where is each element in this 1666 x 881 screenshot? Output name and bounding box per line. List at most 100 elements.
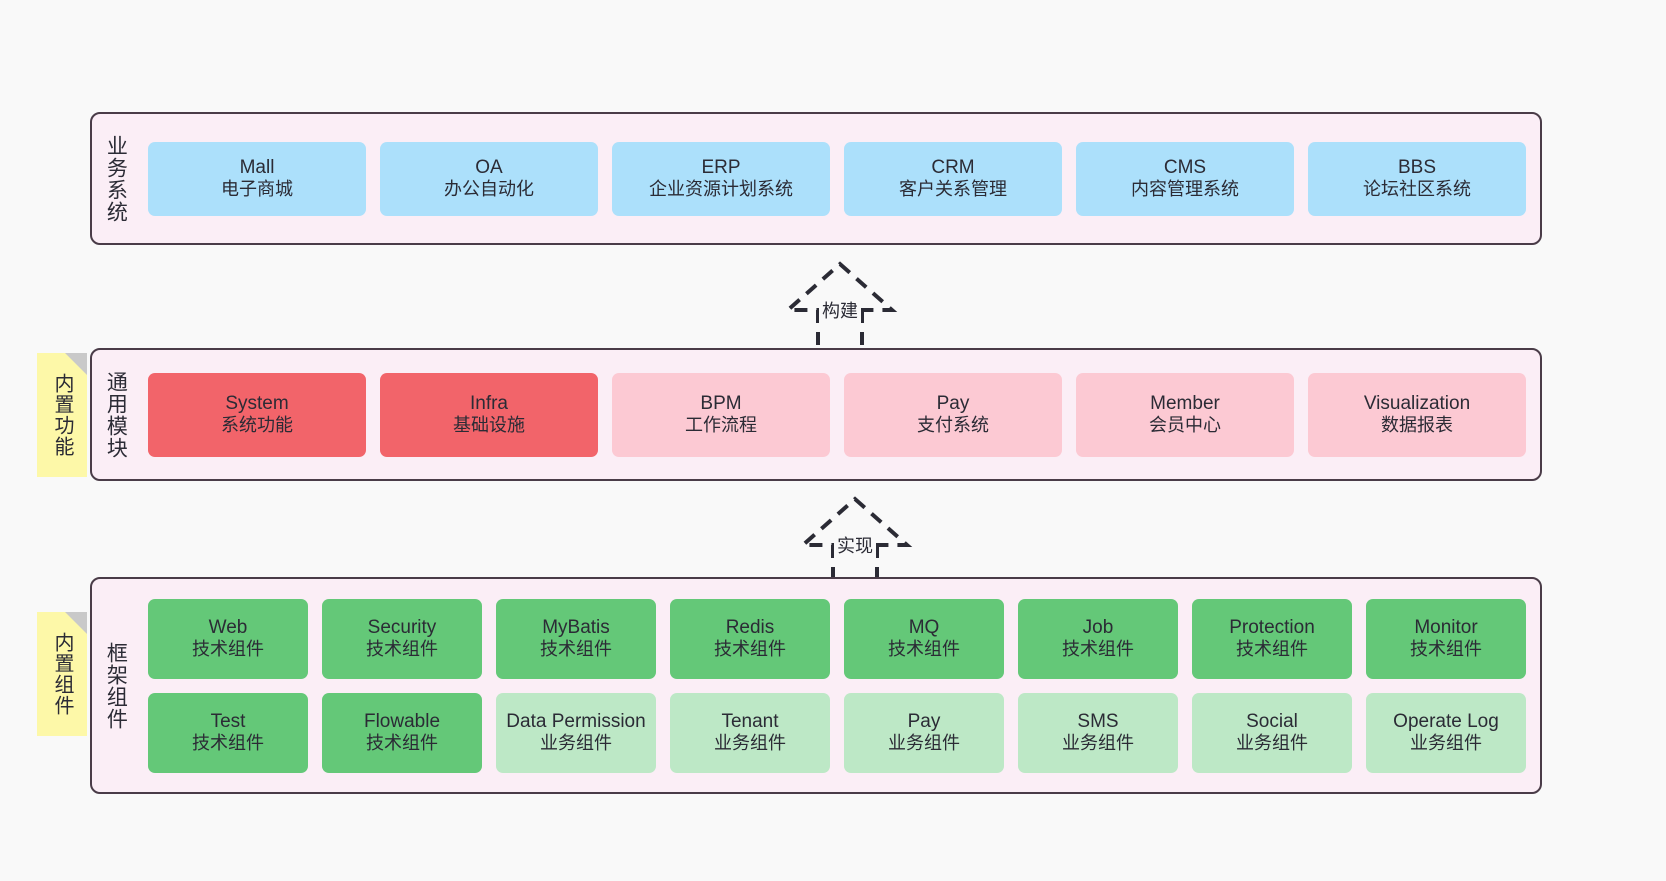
connector-build: 构建 xyxy=(760,258,920,354)
card-title: CRM xyxy=(931,156,975,178)
card-title: Redis xyxy=(725,616,775,638)
sticky-fold-icon xyxy=(65,612,87,634)
card-desc: 业务组件 xyxy=(540,733,612,754)
card-sms[interactable]: SMS 业务组件 xyxy=(1018,692,1178,773)
card-redis[interactable]: Redis 技术组件 xyxy=(670,598,830,679)
card-desc: 技术组件 xyxy=(192,733,264,754)
framework-business-row: Test 技术组件 Flowable 技术组件 Data Permission … xyxy=(148,692,1526,773)
framework-layer-title: 框架组件 xyxy=(104,641,128,730)
common-layer-body: System 系统功能 Infra 基础设施 BPM 工作流程 Pay 支付系统… xyxy=(138,350,1540,479)
card-desc: 业务组件 xyxy=(1410,733,1482,754)
card-member[interactable]: Member 会员中心 xyxy=(1076,372,1294,457)
card-title: Pay xyxy=(936,392,970,414)
business-layer-body: Mall 电子商城 OA 办公自动化 ERP 企业资源计划系统 CRM 客户关系… xyxy=(138,114,1540,243)
card-title: Test xyxy=(210,710,246,732)
card-desc: 基础设施 xyxy=(453,415,525,436)
card-desc: 技术组件 xyxy=(1062,639,1134,660)
card-desc: 技术组件 xyxy=(366,733,438,754)
card-title: System xyxy=(225,392,289,414)
card-title: MQ xyxy=(908,616,940,638)
card-title: MyBatis xyxy=(542,616,610,638)
card-cms[interactable]: CMS 内容管理系统 xyxy=(1076,141,1294,216)
sticky-note-label: 内置组件 xyxy=(51,632,73,716)
card-bpm[interactable]: BPM 工作流程 xyxy=(612,372,830,457)
card-title: Infra xyxy=(469,392,509,414)
card-mybatis[interactable]: MyBatis 技术组件 xyxy=(496,598,656,679)
card-system[interactable]: System 系统功能 xyxy=(148,372,366,457)
arrow-stem xyxy=(816,310,864,352)
common-layer-title: 通用模块 xyxy=(104,370,128,459)
card-oa[interactable]: OA 办公自动化 xyxy=(380,141,598,216)
card-operate-log[interactable]: Operate Log 业务组件 xyxy=(1366,692,1526,773)
card-desc: 论坛社区系统 xyxy=(1363,179,1471,200)
card-mq[interactable]: MQ 技术组件 xyxy=(844,598,1004,679)
card-pay-component[interactable]: Pay 业务组件 xyxy=(844,692,1004,773)
card-data-permission[interactable]: Data Permission 业务组件 xyxy=(496,692,656,773)
card-desc: 技术组件 xyxy=(888,639,960,660)
card-desc: 支付系统 xyxy=(917,415,989,436)
card-desc: 系统功能 xyxy=(221,415,293,436)
sticky-fold-icon xyxy=(65,353,87,375)
card-desc: 业务组件 xyxy=(1062,733,1134,754)
card-desc: 技术组件 xyxy=(540,639,612,660)
card-desc: 业务组件 xyxy=(888,733,960,754)
connector-build-label: 构建 xyxy=(819,296,861,324)
card-title: Operate Log xyxy=(1393,710,1499,732)
sticky-note-builtin-function: 内置功能 xyxy=(37,353,87,477)
business-layer-title: 业务系统 xyxy=(104,134,128,223)
card-desc: 会员中心 xyxy=(1149,415,1221,436)
card-visualization[interactable]: Visualization 数据报表 xyxy=(1308,372,1526,457)
sticky-note-builtin-component: 内置组件 xyxy=(37,612,87,736)
card-desc: 技术组件 xyxy=(1410,639,1482,660)
card-desc: 业务组件 xyxy=(1236,733,1308,754)
card-job[interactable]: Job 技术组件 xyxy=(1018,598,1178,679)
card-title: CMS xyxy=(1163,156,1207,178)
card-title: SMS xyxy=(1077,710,1119,732)
card-bbs[interactable]: BBS 论坛社区系统 xyxy=(1308,141,1526,216)
card-security[interactable]: Security 技术组件 xyxy=(322,598,482,679)
card-title: Flowable xyxy=(363,710,441,732)
card-desc: 企业资源计划系统 xyxy=(649,179,793,200)
card-erp[interactable]: ERP 企业资源计划系统 xyxy=(612,141,830,216)
card-crm[interactable]: CRM 客户关系管理 xyxy=(844,141,1062,216)
common-module-layer: 通用模块 System 系统功能 Infra 基础设施 BPM 工作流程 Pay… xyxy=(90,348,1542,481)
card-title: Data Permission xyxy=(506,710,646,732)
card-desc: 电子商城 xyxy=(221,179,293,200)
card-pay[interactable]: Pay 支付系统 xyxy=(844,372,1062,457)
card-title: Visualization xyxy=(1363,392,1471,414)
card-desc: 业务组件 xyxy=(714,733,786,754)
card-desc: 技术组件 xyxy=(1236,639,1308,660)
framework-component-layer: 框架组件 Web 技术组件 Security 技术组件 MyBatis 技术组件… xyxy=(90,577,1542,794)
card-mall[interactable]: Mall 电子商城 xyxy=(148,141,366,216)
card-desc: 技术组件 xyxy=(192,639,264,660)
card-title: Monitor xyxy=(1414,616,1478,638)
connector-realize: 实现 xyxy=(775,493,935,589)
card-title: Protection xyxy=(1229,616,1315,638)
card-desc: 技术组件 xyxy=(714,639,786,660)
card-title: ERP xyxy=(701,156,741,178)
card-title: OA xyxy=(475,156,503,178)
card-title: Social xyxy=(1246,710,1298,732)
card-desc: 工作流程 xyxy=(685,415,757,436)
card-title: BPM xyxy=(700,392,742,414)
card-protection[interactable]: Protection 技术组件 xyxy=(1192,598,1352,679)
card-infra[interactable]: Infra 基础设施 xyxy=(380,372,598,457)
card-social[interactable]: Social 业务组件 xyxy=(1192,692,1352,773)
card-monitor[interactable]: Monitor 技术组件 xyxy=(1366,598,1526,679)
card-test[interactable]: Test 技术组件 xyxy=(148,692,308,773)
card-title: Security xyxy=(367,616,437,638)
card-tenant[interactable]: Tenant 业务组件 xyxy=(670,692,830,773)
card-desc: 技术组件 xyxy=(366,639,438,660)
card-title: Mall xyxy=(239,156,275,178)
business-card-row: Mall 电子商城 OA 办公自动化 ERP 企业资源计划系统 CRM 客户关系… xyxy=(148,141,1526,216)
connector-realize-label: 实现 xyxy=(834,531,876,559)
card-title: BBS xyxy=(1397,156,1437,178)
card-title: Web xyxy=(208,616,248,638)
card-web[interactable]: Web 技术组件 xyxy=(148,598,308,679)
card-desc: 客户关系管理 xyxy=(899,179,1007,200)
card-title: Tenant xyxy=(721,710,779,732)
card-desc: 办公自动化 xyxy=(444,179,534,200)
card-flowable[interactable]: Flowable 技术组件 xyxy=(322,692,482,773)
framework-tech-row: Web 技术组件 Security 技术组件 MyBatis 技术组件 Redi… xyxy=(148,598,1526,679)
